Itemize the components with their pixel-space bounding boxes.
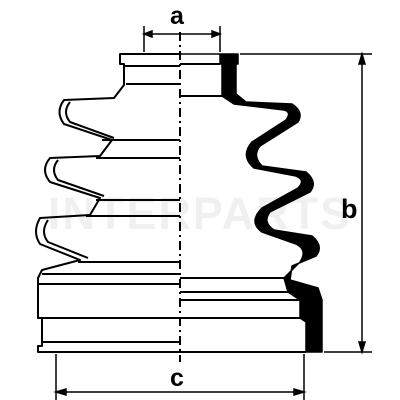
dimension-b-label: b (341, 194, 358, 224)
dimension-a-label: a (170, 2, 184, 30)
dimension-c (53, 354, 307, 400)
dimension-b (240, 51, 372, 355)
boot-outline-left (35, 53, 180, 353)
dimension-c-label: c (170, 364, 184, 392)
dimension-a (141, 26, 223, 52)
boot-section-right (179, 53, 323, 353)
